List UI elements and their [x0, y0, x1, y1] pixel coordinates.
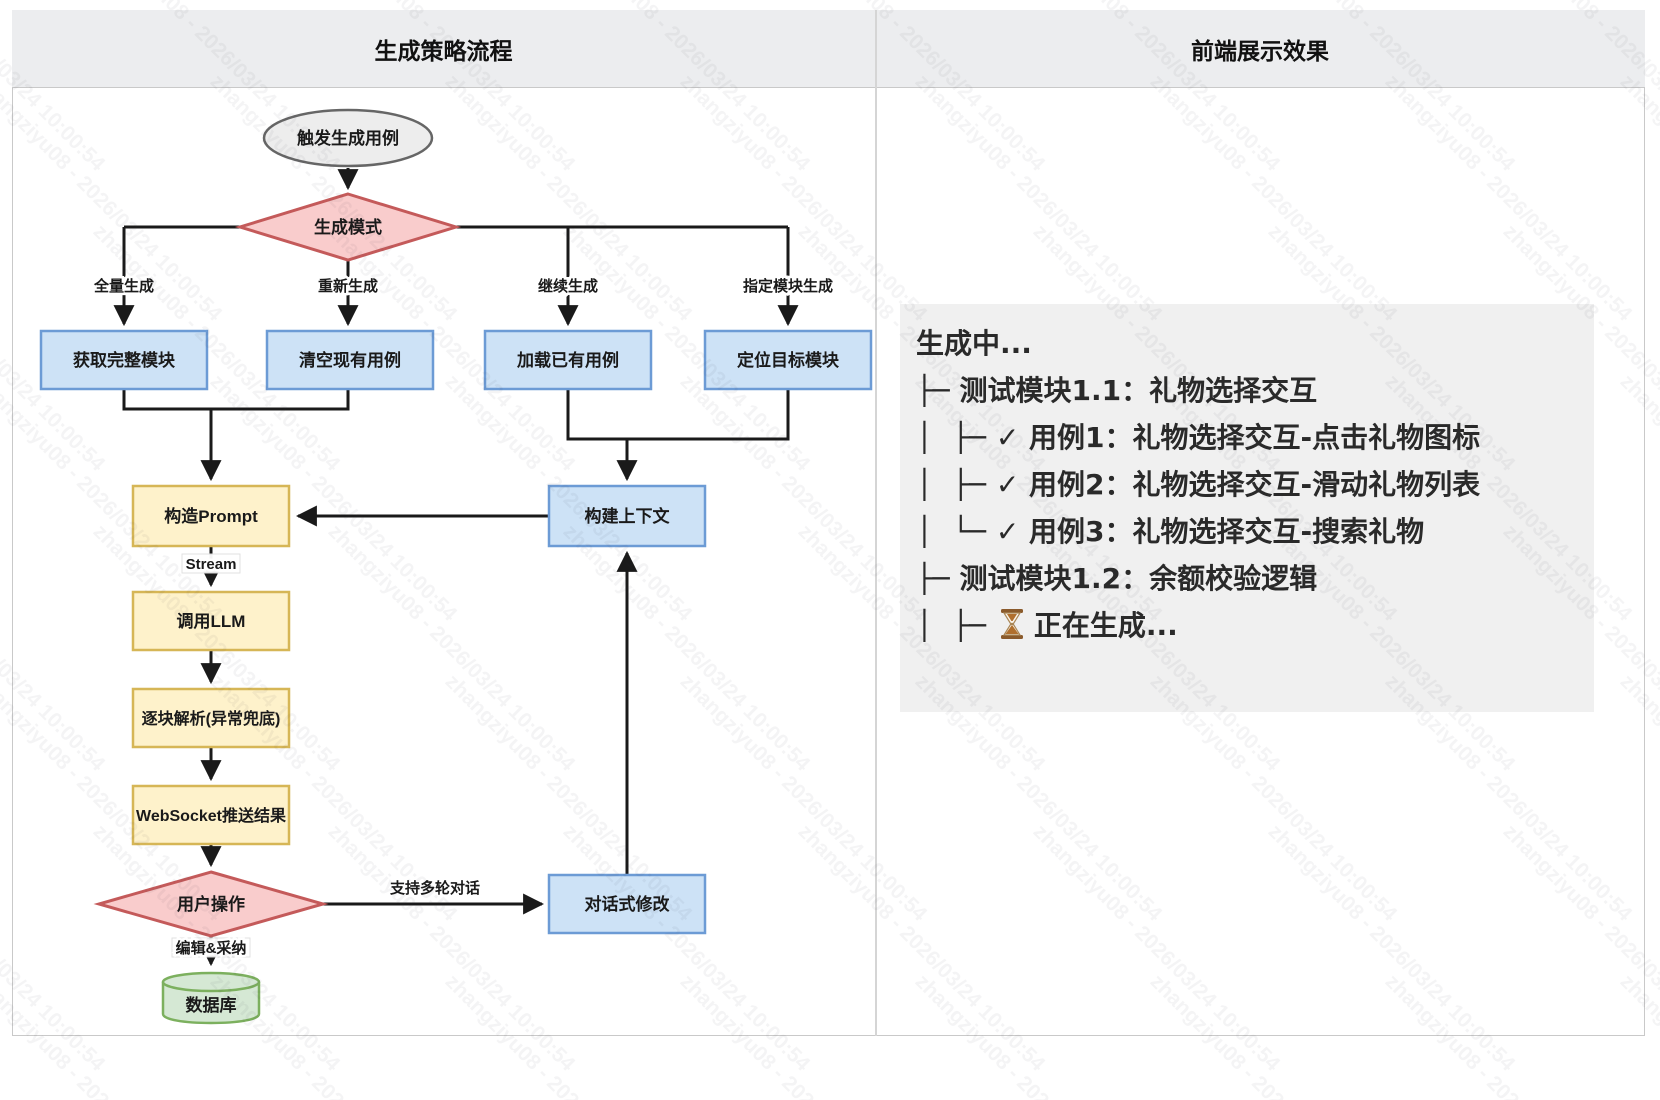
preview-line-status: 生成中...	[916, 327, 1032, 360]
column-divider	[875, 10, 877, 1036]
preview-line-case-1: │ ├─ ✓ 用例1：礼物选择交互-点击礼物图标	[916, 421, 1481, 454]
hourglass-icon	[1000, 606, 1024, 653]
right-title-text: 前端展示效果	[1191, 38, 1329, 64]
generating-label: 正在生成...	[1033, 609, 1178, 642]
preview-line-module-1-1: ├─ 测试模块1.1：礼物选择交互	[916, 374, 1318, 407]
frontend-preview-panel: 生成中... ├─ 测试模块1.1：礼物选择交互 │ ├─ ✓ 用例1：礼物选择…	[900, 304, 1594, 712]
left-column-title: 生成策略流程	[12, 10, 875, 88]
preview-line-module-1-2: ├─ 测试模块1.2：余额校验逻辑	[916, 562, 1318, 595]
right-column-title: 前端展示效果	[875, 10, 1645, 88]
header-row: 生成策略流程 前端展示效果	[12, 10, 1645, 88]
left-title-text: 生成策略流程	[374, 38, 513, 64]
preview-line-case-3: │ └─ ✓ 用例3：礼物选择交互-搜索礼物	[916, 515, 1425, 548]
preview-line-case-2: │ ├─ ✓ 用例2：礼物选择交互-滑动礼物列表	[916, 468, 1481, 501]
tree-prefix: │ ├─	[916, 609, 996, 642]
preview-line-generating: │ ├─ 正在生成...	[916, 602, 1594, 649]
